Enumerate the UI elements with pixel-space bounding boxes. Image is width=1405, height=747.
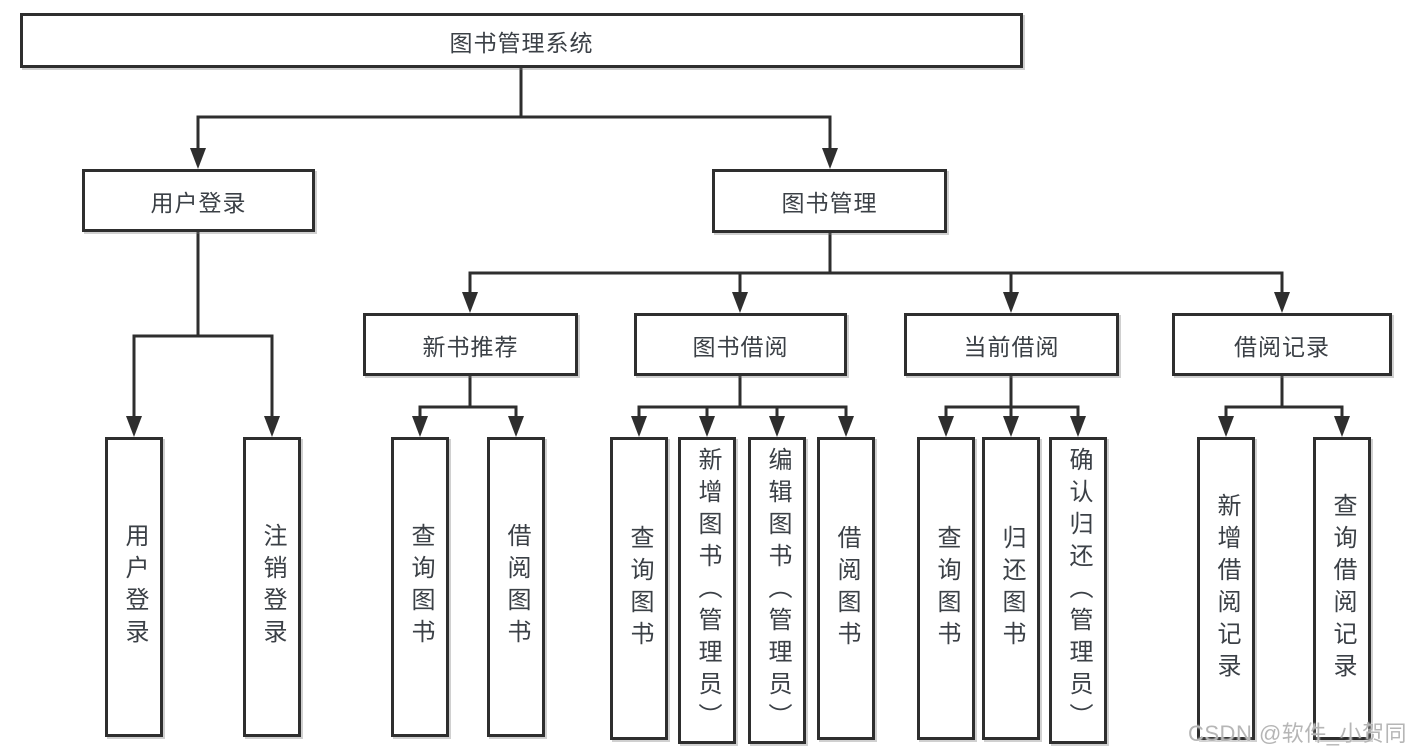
arrowhead-icon [1003,416,1019,437]
node-label: 新增借阅记录 [1213,492,1240,685]
node-bb-edit: 编辑图书（管理员） [748,437,806,744]
node-br-query: 查询借阅记录 [1313,437,1371,740]
arrowhead-icon [462,292,478,313]
arrowhead-icon [126,416,142,437]
arrowhead-icon [1070,416,1086,437]
arrowhead-icon [699,416,715,437]
arrowhead-icon [1274,292,1290,313]
node-ul-login: 用户登录 [105,437,163,737]
node-book-borrow: 图书借阅 [634,313,847,376]
node-bb-add: 新增图书（管理员） [678,437,736,744]
node-cb-query: 查询图书 [917,437,975,740]
node-current-borrow: 当前借阅 [904,313,1119,376]
arrowhead-icon [822,148,838,169]
csdn-watermark: CSDN @软件_小贺同学 [1188,721,1405,746]
arrowhead-icon [264,416,280,437]
node-book-mgmt: 图书管理 [712,169,947,233]
arrowhead-icon [631,416,647,437]
node-label: 借阅图书 [503,523,530,651]
arrowhead-icon [508,416,524,437]
arrowhead-icon [938,416,954,437]
node-label: 确认归还（管理员） [1065,446,1092,735]
node-label: 归还图书 [998,524,1025,653]
arrowhead-icon [1334,416,1350,437]
node-label: 图书管理系统 [449,29,594,56]
arrowhead-icon [838,416,854,437]
node-label: 查询图书 [933,524,960,653]
arrowhead-icon [1218,416,1234,437]
node-label: 查询图书 [407,523,434,651]
arrowhead-icon [190,148,206,169]
node-ul-logout: 注销登录 [243,437,301,737]
arrowhead-icon [1003,292,1019,313]
node-root: 图书管理系统 [20,13,1023,68]
node-label: 当前借阅 [963,333,1060,360]
node-user-login: 用户登录 [82,169,315,232]
node-bb-borrow: 借阅图书 [817,437,875,740]
node-label: 查询借阅记录 [1329,492,1356,685]
node-label: 注销登录 [259,523,286,651]
node-cb-return: 归还图书 [982,437,1040,740]
node-label: 查询图书 [626,524,653,653]
arrowhead-icon [732,292,748,313]
node-label: 借阅图书 [833,524,860,653]
arrowhead-icon [769,416,785,437]
node-label: 用户登录 [150,189,247,216]
node-borrow-record: 借阅记录 [1172,313,1392,376]
node-label: 新书推荐 [422,333,519,360]
node-cb-confirm: 确认归还（管理员） [1049,437,1107,744]
node-label: 用户登录 [121,523,148,651]
node-nb-query: 查询图书 [391,437,449,737]
node-new-book-rec: 新书推荐 [363,313,578,376]
node-br-add: 新增借阅记录 [1197,437,1255,740]
node-label: 编辑图书（管理员） [764,446,791,735]
node-nb-borrow: 借阅图书 [487,437,545,737]
node-label: 图书借阅 [692,333,789,360]
node-label: 图书管理 [781,190,878,216]
node-label: 借阅记录 [1234,333,1330,360]
node-label: 新增图书（管理员） [694,446,721,735]
arrowhead-icon [412,416,428,437]
node-bb-query: 查询图书 [610,437,668,740]
